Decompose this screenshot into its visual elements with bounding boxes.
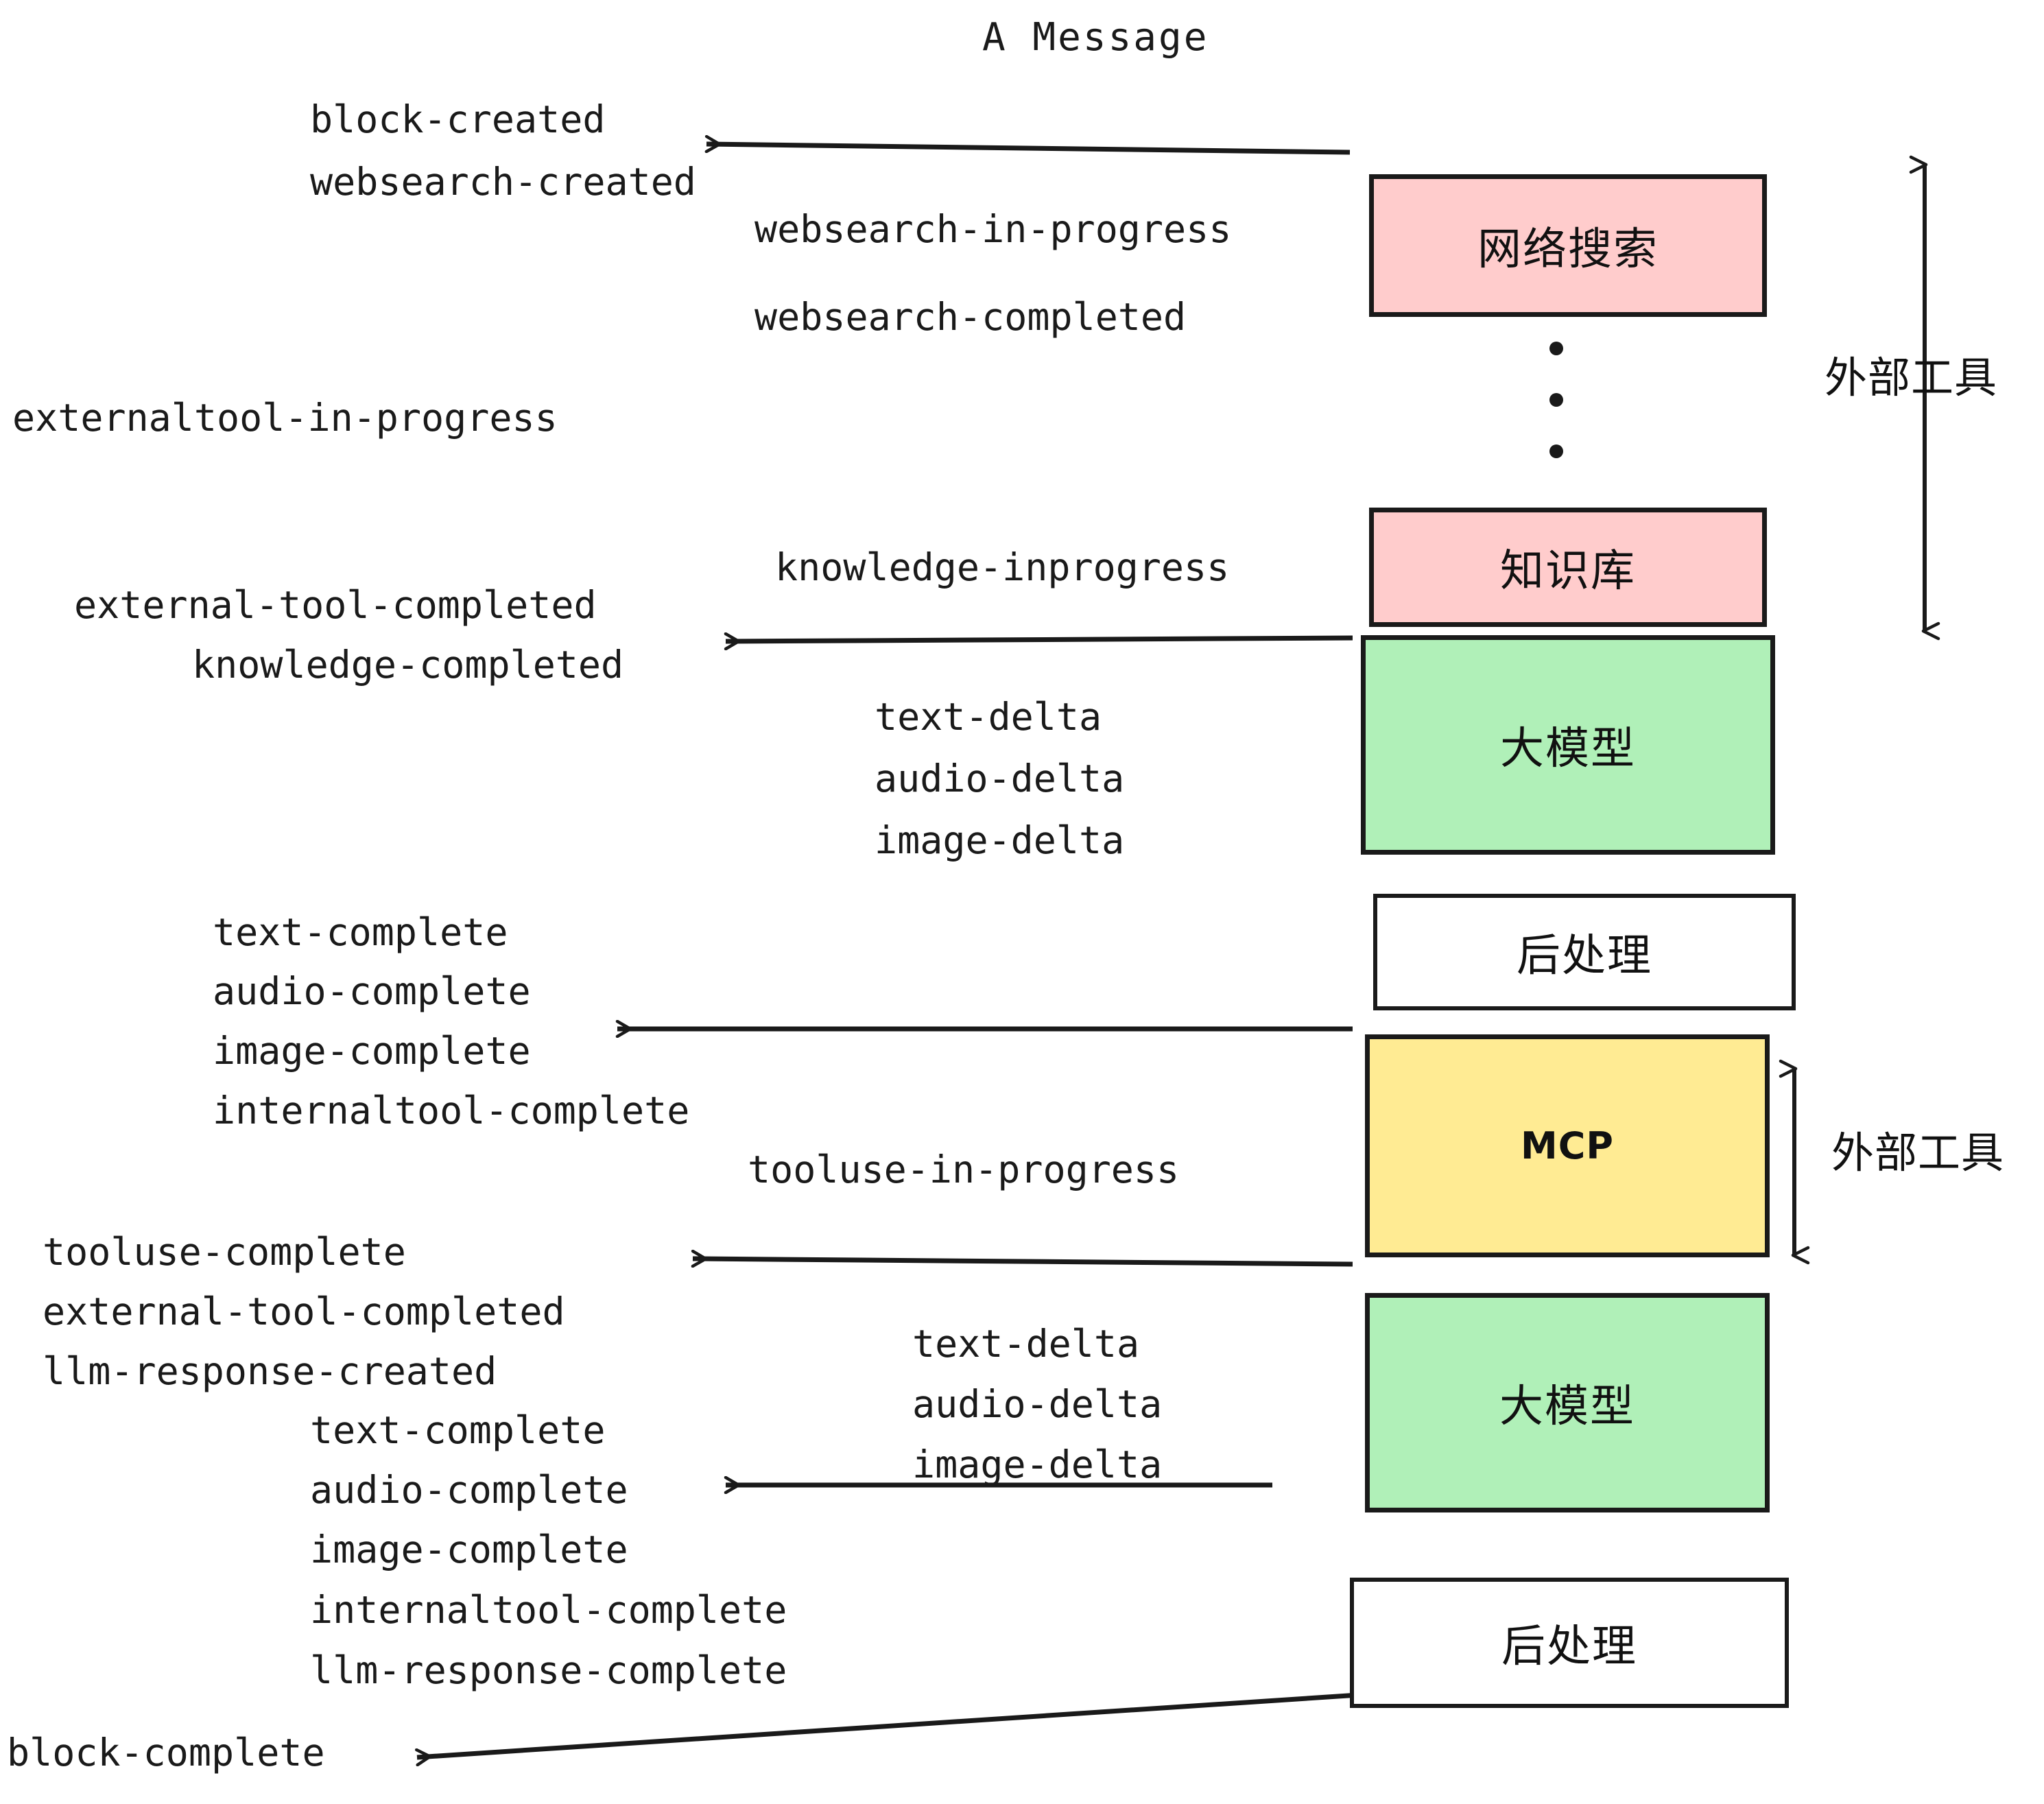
event-image-complete-1: image-complete [213,1029,531,1073]
event-text-delta-2: text-delta [912,1322,1140,1366]
event-websearch-created: websearch-created [310,160,696,204]
event-llm-response-complete: llm-response-complete [310,1648,787,1692]
event-image-delta-1: image-delta [875,818,1125,862]
event-audio-delta-2: audio-delta [912,1382,1163,1426]
node-postprocess-1-label: 后处理 [1517,931,1652,982]
event-knowledge-inprogress: knowledge-inprogress [775,545,1230,589]
node-knowledge[interactable]: 知识库 [1369,508,1767,627]
event-block-created: block-created [310,97,606,141]
arrow-mcp-to-tooluse-complete [693,1259,1353,1264]
node-websearch-label: 网络搜索 [1477,224,1659,275]
node-llm-2-label: 大模型 [1499,1381,1635,1432]
event-tooluse-in-progress: tooluse-in-progress [748,1148,1180,1191]
ellipsis-dots [1549,342,1564,458]
event-external-tool-completed-2: external-tool-completed [43,1290,565,1333]
node-mcp-label: MCP [1521,1124,1614,1167]
event-text-delta-1: text-delta [875,695,1102,739]
event-audio-delta-1: audio-delta [875,757,1125,800]
event-text-complete-1: text-complete [213,910,508,954]
node-llm-1-label: 大模型 [1500,724,1636,774]
arrow-websearch-to-block-created [706,144,1351,155]
group-label-external-tools-top: 外部工具 [1825,353,1998,403]
event-llm-response-created: llm-response-created [43,1349,497,1393]
event-websearch-in-progress: websearch-in-progress [754,207,1232,251]
node-llm-2[interactable]: 大模型 [1365,1293,1770,1512]
diagram-title: A Message [982,15,1209,60]
event-websearch-completed: websearch-completed [754,295,1187,339]
dot-2 [1549,393,1563,407]
event-audio-complete-2: audio-complete [310,1468,628,1512]
event-tooluse-complete: tooluse-complete [43,1230,406,1274]
node-knowledge-label: 知识库 [1500,546,1636,597]
event-block-complete: block-complete [7,1731,325,1775]
event-internaltool-complete-1: internaltool-complete [213,1089,690,1132]
node-postprocess-1[interactable]: 后处理 [1373,894,1796,1010]
node-mcp[interactable]: MCP [1365,1034,1770,1257]
event-image-delta-2: image-delta [912,1443,1163,1486]
event-image-complete-2: image-complete [310,1528,628,1571]
arrow-postproc2-to-block-complete [417,1692,1370,1757]
event-externaltool-in-progress: externaltool-in-progress [12,396,558,440]
event-knowledge-completed: knowledge-completed [192,643,624,687]
dot-3 [1549,444,1563,458]
node-postprocess-2-label: 后处理 [1501,1622,1637,1672]
dot-1 [1549,342,1563,355]
event-external-tool-completed-1: external-tool-completed [74,583,597,627]
node-websearch[interactable]: 网络搜索 [1369,174,1767,317]
event-audio-complete-1: audio-complete [213,969,531,1013]
node-llm-1[interactable]: 大模型 [1361,635,1775,855]
arrow-knowledge-completed [726,638,1353,641]
event-internaltool-complete-2: internaltool-complete [310,1588,787,1632]
node-postprocess-2[interactable]: 后处理 [1350,1578,1789,1708]
event-text-complete-2: text-complete [310,1408,606,1452]
group-label-external-tools-bottom: 外部工具 [1831,1128,2005,1178]
